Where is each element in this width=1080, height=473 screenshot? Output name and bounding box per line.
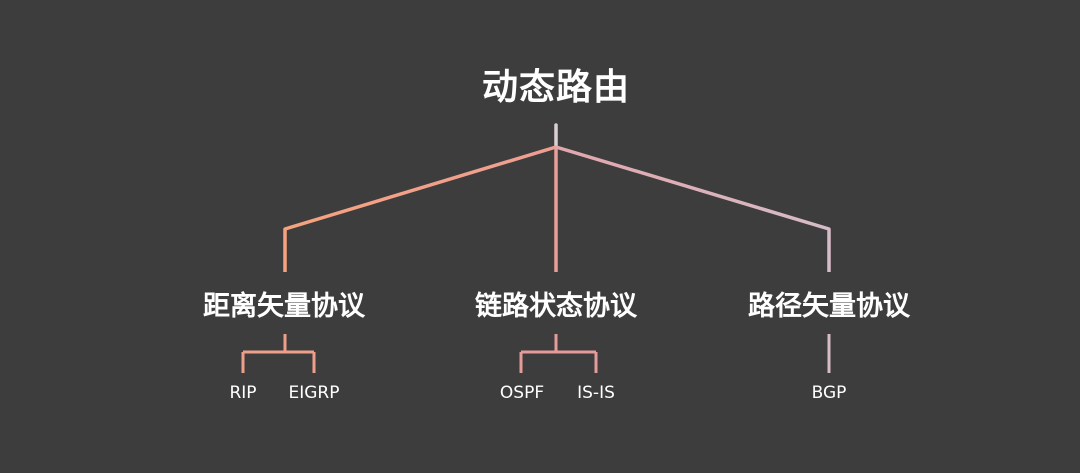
connector-root-to-distance-vector bbox=[283, 145, 557, 272]
bracket-distance-vector-leaves bbox=[241, 334, 316, 373]
leaf-is-is: IS-IS bbox=[577, 383, 615, 403]
leaf-eigrp: EIGRP bbox=[288, 383, 340, 403]
bracket-link-state-leaves bbox=[519, 334, 598, 373]
branch-title-distance-vector: 距离矢量协议 bbox=[203, 291, 365, 322]
connector-root-to-path-vector bbox=[555, 145, 831, 272]
leaf-bgp: BGP bbox=[811, 383, 847, 403]
branch-title-link-state: 链路状态协议 bbox=[475, 291, 637, 322]
branch-title-path-vector: 路径矢量协议 bbox=[748, 291, 910, 322]
leaf-ospf: OSPF bbox=[499, 383, 545, 403]
leaf-rip: RIP bbox=[229, 383, 257, 403]
root-node-title: 动态路由 bbox=[481, 67, 631, 108]
